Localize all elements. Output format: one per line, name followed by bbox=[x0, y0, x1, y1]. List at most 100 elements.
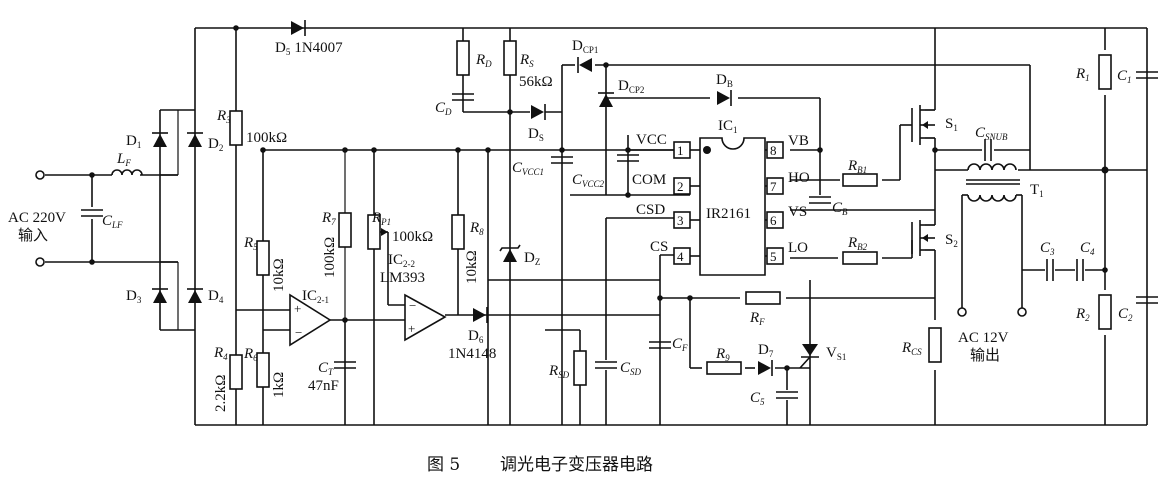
t1-ref: T1 bbox=[1030, 182, 1044, 199]
diode-d1 bbox=[151, 132, 169, 148]
ic-ir2161 bbox=[673, 137, 784, 276]
diode-d2 bbox=[186, 132, 204, 148]
resistor-r4 bbox=[229, 354, 243, 390]
capacitor-c4 bbox=[1076, 258, 1084, 282]
diode-dcp1 bbox=[577, 56, 593, 74]
cb-ref: CB bbox=[832, 200, 848, 217]
svg-text:+: + bbox=[294, 301, 301, 316]
r3-value: 100kΩ bbox=[246, 130, 287, 146]
pin-2-name: COM bbox=[632, 172, 666, 188]
s1-ref: S1 bbox=[945, 116, 958, 133]
rp1-ref: RP1 bbox=[371, 210, 391, 227]
capacitor-cb bbox=[808, 196, 832, 204]
resistor-r6 bbox=[256, 352, 270, 388]
figure-title: 调光电子变压器电路 bbox=[500, 455, 653, 475]
r7-ref: R7 bbox=[321, 210, 336, 227]
rsd-ref: RSD bbox=[548, 363, 570, 380]
output-terminal-right bbox=[1017, 307, 1027, 317]
diode-d5 bbox=[290, 19, 306, 37]
pin-3-num: 3 bbox=[677, 213, 684, 228]
d3-ref: D3 bbox=[126, 288, 142, 305]
resistor-r3 bbox=[229, 110, 243, 146]
rs-ref: RS bbox=[519, 52, 534, 69]
junctions bbox=[89, 25, 1109, 371]
r8-value: 10kΩ bbox=[464, 250, 480, 284]
capacitor-c3 bbox=[1046, 258, 1054, 282]
rp1-value: 100kΩ bbox=[392, 229, 433, 245]
svg-text:−: − bbox=[409, 298, 416, 313]
ds-ref: DS bbox=[528, 126, 544, 143]
transformer-t1 bbox=[962, 163, 1022, 202]
comparator-ic2-1: + − bbox=[289, 293, 332, 347]
pin-1-name: VCC bbox=[636, 132, 667, 148]
mosfet-s1 bbox=[911, 105, 935, 145]
pin-1-num: 1 bbox=[677, 143, 684, 158]
c4-ref: C4 bbox=[1080, 240, 1095, 257]
cvcc1-ref: CVCC1 bbox=[512, 160, 544, 177]
capacitor-csnub bbox=[984, 138, 992, 162]
csnub-ref: CSNUB bbox=[975, 125, 1008, 142]
pin-7-num: 7 bbox=[770, 179, 777, 194]
svg-text:+: + bbox=[408, 321, 415, 336]
output-voltage: AC 12V bbox=[958, 330, 1009, 346]
c1-ref: C1 bbox=[1117, 68, 1132, 85]
pin-5-num: 5 bbox=[770, 249, 777, 264]
r5-ref: R5 bbox=[243, 235, 258, 252]
dcp1-ref: DCP1 bbox=[572, 38, 598, 55]
c2-ref: C2 bbox=[1118, 306, 1133, 323]
rb1-ref: RB1 bbox=[847, 158, 867, 175]
r7-value: 100kΩ bbox=[322, 237, 338, 278]
diode-d4 bbox=[186, 288, 204, 304]
r6-ref: R6 bbox=[243, 346, 258, 363]
pin-3-name: CSD bbox=[636, 202, 665, 218]
potentiometer-rp1 bbox=[367, 214, 388, 250]
rs-value: 56kΩ bbox=[519, 74, 553, 90]
inductor-lf: LF bbox=[111, 151, 143, 176]
resistor-r1 bbox=[1098, 54, 1112, 90]
resistor-rb2 bbox=[842, 251, 878, 265]
diode-db bbox=[716, 89, 732, 107]
clf-ref: CLF bbox=[102, 213, 123, 230]
input-terminal-top bbox=[35, 170, 45, 180]
d6-ref: D6 bbox=[468, 328, 484, 345]
r1-ref: R1 bbox=[1075, 66, 1090, 83]
resistor-r5 bbox=[256, 240, 270, 276]
resistor-rsd bbox=[573, 350, 587, 386]
ct-ref: CT bbox=[318, 360, 334, 377]
pin-6-name: VS bbox=[788, 204, 807, 220]
input-label: 输入 bbox=[18, 227, 48, 244]
resistor-r2 bbox=[1098, 294, 1112, 330]
pin-2-num: 2 bbox=[677, 179, 684, 194]
resistor-r7 bbox=[338, 212, 352, 248]
r4-ref: R4 bbox=[213, 345, 228, 362]
pin-8-name: VB bbox=[788, 133, 809, 149]
c3-ref: C3 bbox=[1040, 240, 1055, 257]
s2-ref: S2 bbox=[945, 232, 958, 249]
capacitor-clf bbox=[80, 209, 104, 217]
resistor-rf bbox=[745, 291, 781, 305]
rd-ref: RD bbox=[475, 52, 492, 69]
lf-ref: LF bbox=[116, 151, 131, 168]
db-ref: DB bbox=[716, 72, 733, 89]
r8-ref: R8 bbox=[469, 220, 484, 237]
d2-ref: D2 bbox=[208, 136, 223, 153]
pin-7-name: HO bbox=[788, 170, 810, 186]
ic2-2-ref: IC2-2 bbox=[388, 252, 415, 269]
c5-ref: C5 bbox=[750, 390, 765, 407]
comparator-ic2-2: − + bbox=[404, 293, 447, 342]
d7-ref: D7 bbox=[758, 342, 774, 359]
cf-ref: CF bbox=[672, 336, 688, 353]
mosfet-s2 bbox=[911, 220, 935, 256]
wires bbox=[45, 27, 1148, 426]
d6-part: 1N4148 bbox=[448, 346, 496, 362]
ic1-ref: IC1 bbox=[718, 118, 738, 135]
resistor-rcs bbox=[928, 327, 942, 363]
resistor-rd bbox=[456, 40, 470, 76]
vs1-ref: VS1 bbox=[826, 345, 846, 362]
pin-4-num: 4 bbox=[677, 249, 684, 264]
thyristor-vs1 bbox=[799, 344, 819, 369]
resistor-r8 bbox=[451, 214, 465, 250]
